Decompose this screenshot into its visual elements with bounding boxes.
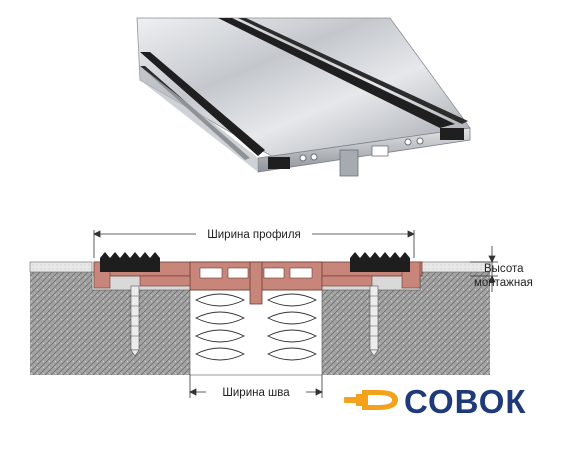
- anchor-left: [129, 285, 141, 357]
- logo: СОВОК: [344, 383, 527, 420]
- seam-filler: [194, 293, 318, 361]
- seam-width-dimension: [189, 375, 323, 398]
- rubber-strip-left: [140, 52, 265, 156]
- front-hole-4: [416, 137, 424, 145]
- seam-width-label: Ширина шва: [222, 387, 290, 399]
- profile-left-edge: [137, 18, 258, 172]
- front-rubber-right: [440, 128, 464, 140]
- front-hole-2: [310, 153, 318, 161]
- height-label-line2: монтажная: [474, 277, 533, 289]
- concrete-left: [30, 272, 190, 375]
- concrete-right: [322, 272, 490, 375]
- logo-text: СОВОК: [404, 383, 527, 420]
- anchor-right: [368, 285, 380, 357]
- front-slot: [371, 145, 389, 157]
- profile-width-label: Ширина профиля: [207, 229, 301, 241]
- height-dimension: [470, 246, 498, 292]
- rubber-seal-right: [350, 252, 410, 272]
- height-label-line1: Высота: [484, 263, 524, 275]
- front-center-rib: [339, 149, 359, 177]
- profile-photo: [136, 17, 471, 177]
- cross-section: Ширина профиля Ширина шва Высота монтажн…: [29, 229, 533, 399]
- front-rubber-left: [268, 157, 290, 169]
- front-hole-1: [299, 154, 307, 162]
- profile-width-dimension: [93, 230, 415, 258]
- trowel-icon: [344, 390, 398, 410]
- rubber-strip-right: [218, 18, 455, 128]
- screed-right: [419, 261, 491, 273]
- rubber-seal-left: [100, 252, 160, 272]
- profile-insert: [93, 261, 423, 305]
- screed-left: [29, 261, 93, 273]
- front-hole-3: [404, 138, 412, 146]
- rubber-strip-right-2: [238, 18, 468, 124]
